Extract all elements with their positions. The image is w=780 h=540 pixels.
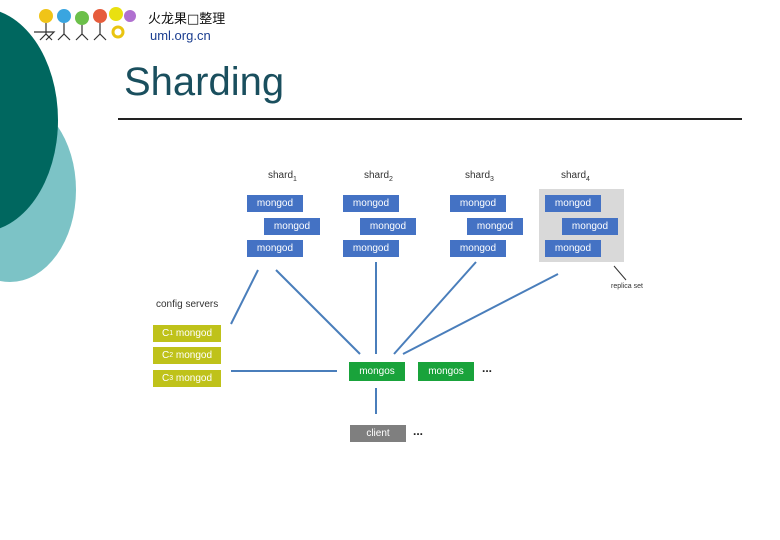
logo-graphic — [34, 7, 136, 41]
connector-shard1-mongos — [275, 269, 361, 355]
mongos-router: mongos — [349, 362, 405, 381]
shard4-mongod-node: mongod — [545, 240, 601, 257]
shard-label-1: shard1 — [268, 170, 297, 183]
shard4-mongod-node: mongod — [562, 218, 618, 235]
shard1-mongod-node: mongod — [247, 195, 303, 212]
shard3-mongod-node: mongod — [467, 218, 523, 235]
shard4-mongod-node: mongod — [545, 195, 601, 212]
shard1-mongod-node: mongod — [264, 218, 320, 235]
connector-config-shard1 — [230, 269, 259, 325]
shard2-mongod-node: mongod — [343, 195, 399, 212]
logo-text-chinese: 火龙果□整理 — [148, 12, 226, 27]
shard1-mongod-node: mongod — [247, 240, 303, 257]
shard-label-2: shard2 — [364, 170, 393, 183]
mongos-router: mongos — [418, 362, 474, 381]
side-decoration — [0, 11, 76, 282]
client-ellipsis: ... — [413, 424, 424, 438]
mongos-ellipsis: ... — [482, 361, 493, 375]
decor-circle-dark — [0, 11, 58, 229]
config-servers-label: config servers — [156, 299, 219, 310]
page-title: Sharding — [124, 60, 285, 104]
client-node: client — [350, 425, 406, 442]
logo-text-url: uml.org.cn — [150, 28, 211, 43]
shard-label-4: shard4 — [561, 170, 590, 183]
title-underline — [118, 118, 742, 120]
shard2-mongod-node: mongod — [360, 218, 416, 235]
shard2-mongod-node: mongod — [343, 240, 399, 257]
replica-set-pointer — [613, 265, 627, 281]
shard3-mongod-node: mongod — [450, 195, 506, 212]
replica-set-label: replica set — [611, 283, 643, 290]
shard-label-3: shard3 — [465, 170, 494, 183]
logo-figures-icon — [34, 7, 136, 41]
connector-shard4-mongos — [402, 273, 559, 355]
shard3-mongod-node: mongod — [450, 240, 506, 257]
connector-shard3-mongos — [393, 261, 477, 355]
